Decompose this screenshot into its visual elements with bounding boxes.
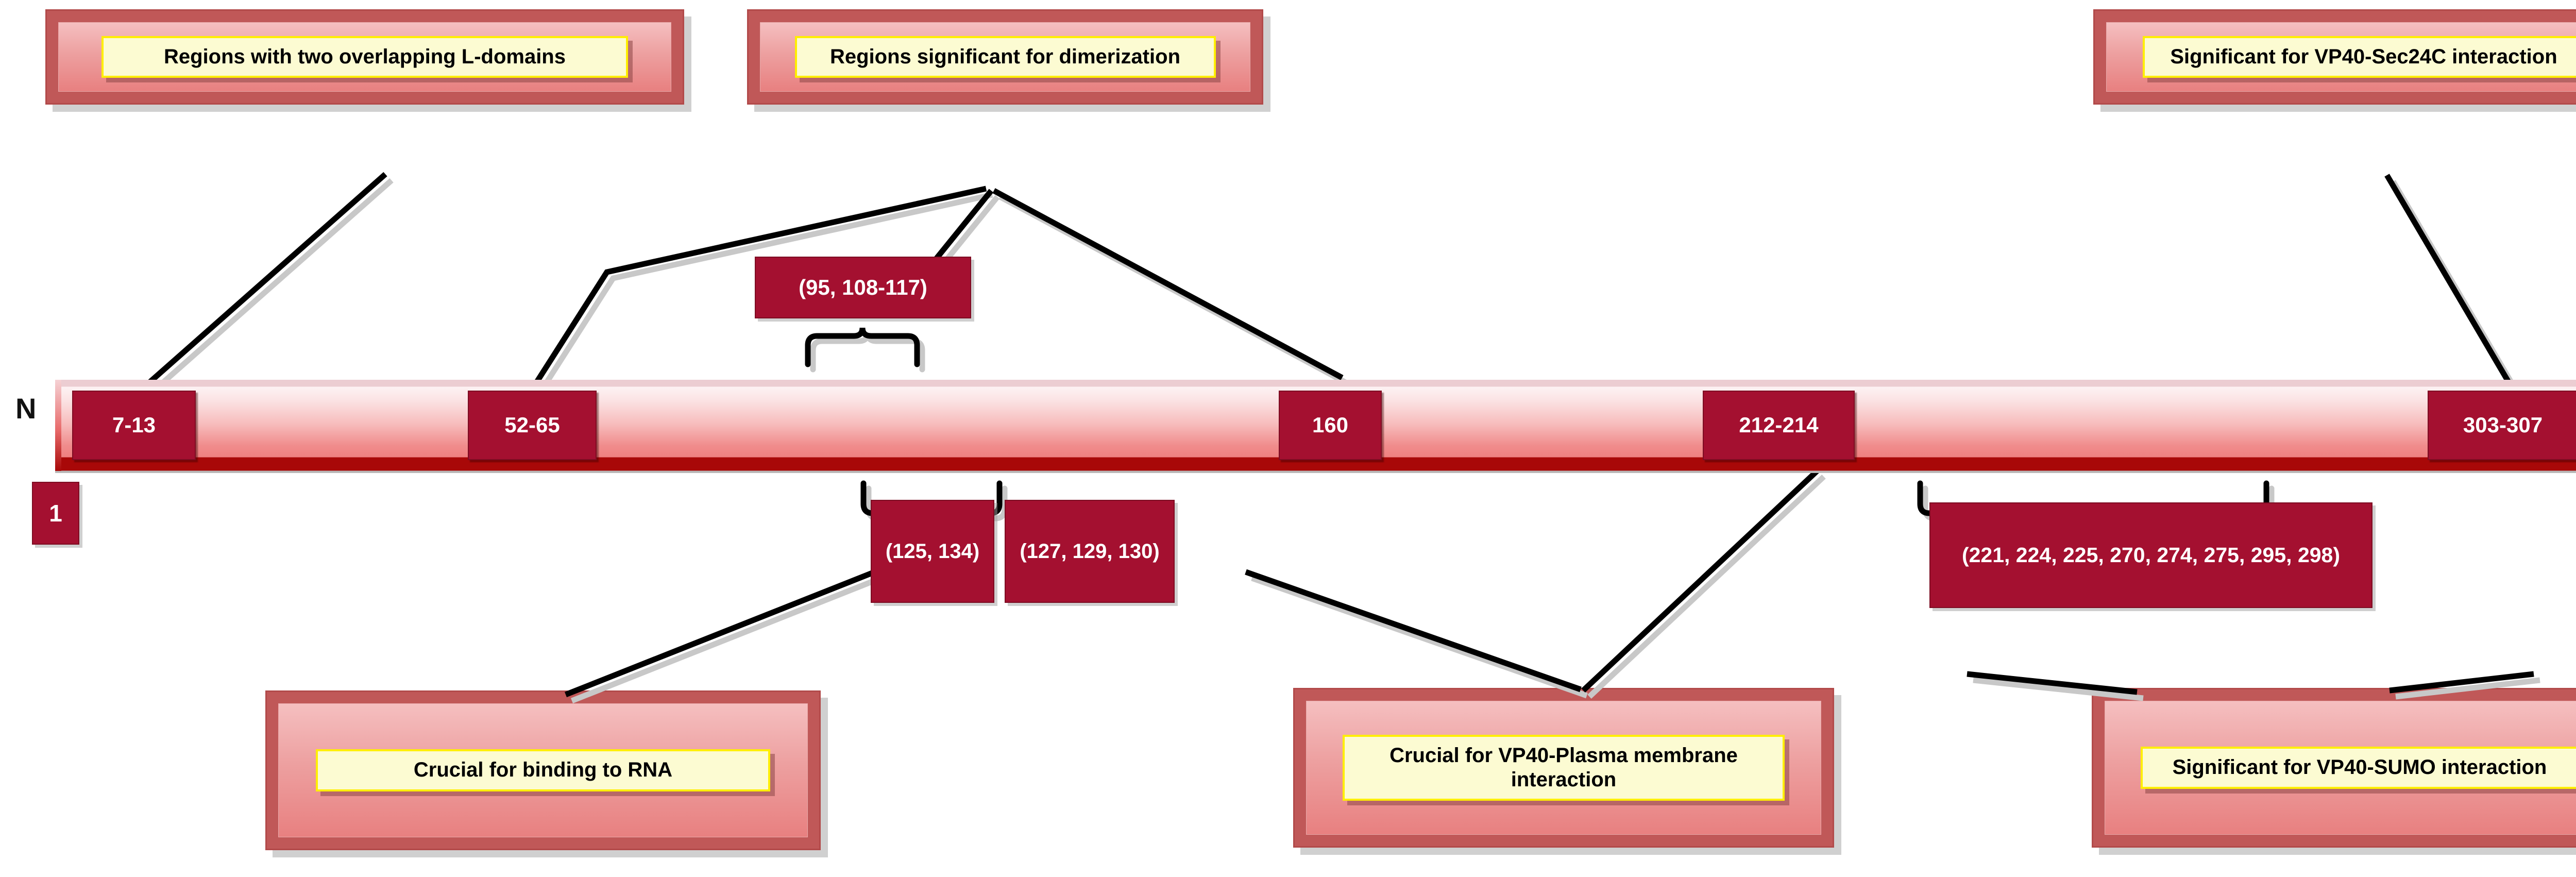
n-terminus-label: N (15, 392, 37, 425)
callout-dimerization[interactable]: Regions significant for dimerization (747, 9, 1263, 105)
callout-inner: Crucial for binding to RNA (278, 703, 808, 837)
bar-left-cap (55, 380, 61, 471)
callout-label: Significant for VP40-Sec24C interaction (2142, 36, 2576, 78)
callout-inner: Regions with two overlapping L-domains (58, 22, 671, 92)
region-badge-95-108-117[interactable]: (95, 108-117) (755, 257, 971, 318)
region-badge-303-307[interactable]: 303-307 (2428, 391, 2576, 460)
region-badge-52-65[interactable]: 52-65 (468, 391, 597, 460)
region-badge-127-129-130[interactable]: (127, 129, 130) (1005, 500, 1175, 603)
region-badge-7-13[interactable]: 7-13 (72, 391, 196, 460)
residue-badge-start[interactable]: 1 (32, 482, 79, 545)
callout-label: Regions significant for dimerization (794, 36, 1216, 78)
region-badge-221-298[interactable]: (221, 224, 225, 270, 274, 275, 295, 298) (1929, 502, 2372, 608)
callout-plasma-membrane[interactable]: Crucial for VP40-Plasma membrane interac… (1293, 688, 1834, 848)
callout-label: Regions with two overlapping L-domains (101, 36, 628, 78)
callout-rna[interactable]: Crucial for binding to RNA (265, 690, 821, 850)
callout-label: Crucial for VP40-Plasma membrane interac… (1342, 734, 1785, 801)
callout-label: Crucial for binding to RNA (315, 749, 771, 791)
callout-inner: Crucial for VP40-Plasma membrane interac… (1306, 701, 1821, 835)
callout-l-domains[interactable]: Regions with two overlapping L-domains (45, 9, 684, 105)
region-badge-125-134[interactable]: (125, 134) (871, 500, 994, 603)
callout-sumo[interactable]: Significant for VP40-SUMO interaction (2092, 688, 2576, 848)
region-badge-212-214[interactable]: 212-214 (1703, 391, 1855, 460)
callout-sec24c[interactable]: Significant for VP40-Sec24C interaction (2093, 9, 2576, 105)
callout-inner: Significant for VP40-Sec24C interaction (2106, 22, 2576, 92)
callout-label: Significant for VP40-SUMO interaction (2141, 747, 2576, 789)
callout-inner: Significant for VP40-SUMO interaction (2105, 701, 2576, 835)
callout-inner: Regions significant for dimerization (760, 22, 1250, 92)
region-badge-160[interactable]: 160 (1279, 391, 1382, 460)
